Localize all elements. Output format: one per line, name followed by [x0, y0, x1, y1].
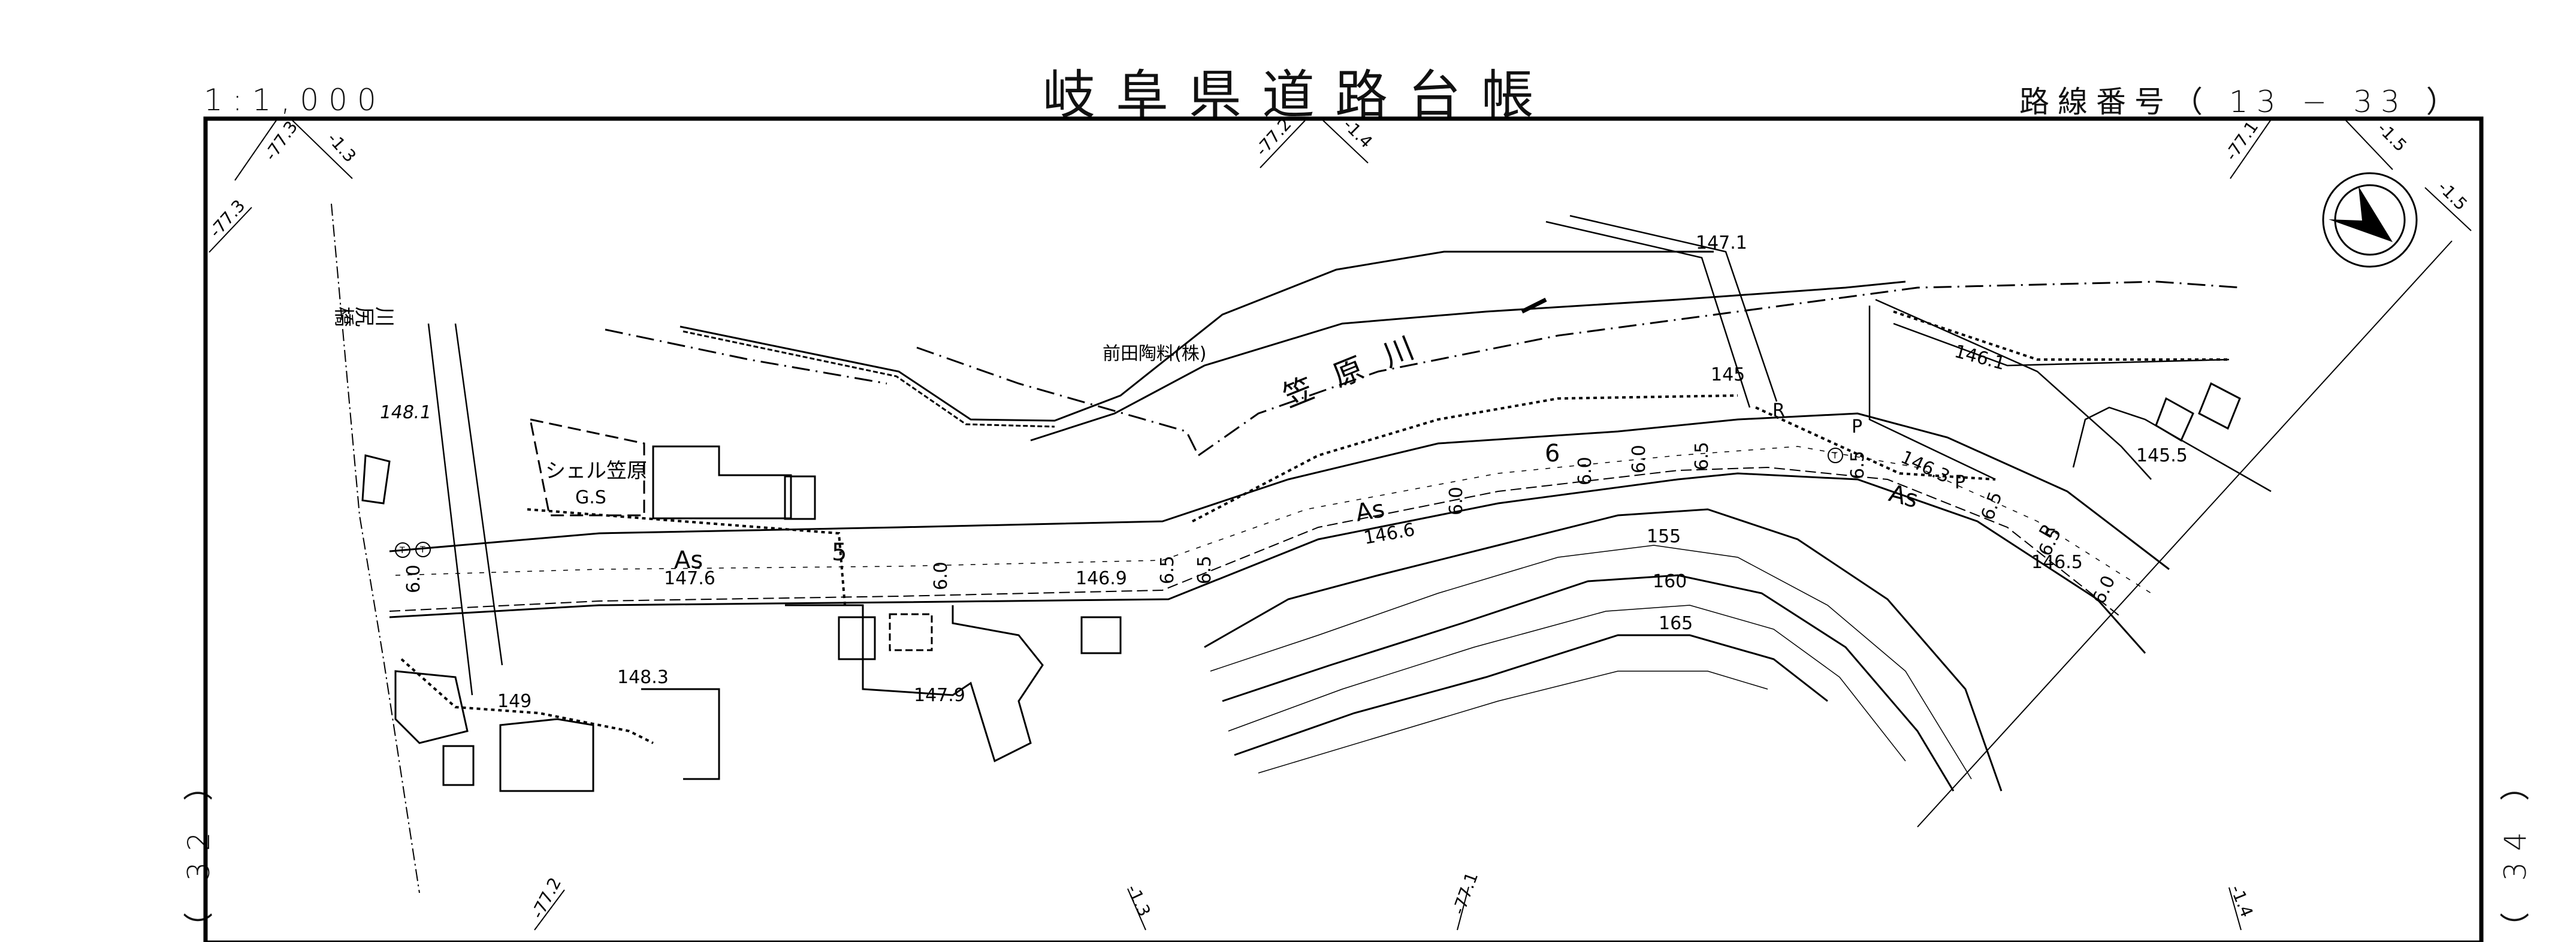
- gas-station-type: G.S: [575, 487, 606, 508]
- road-width: 6.0: [2089, 572, 2120, 607]
- road-width: 6.5: [1977, 489, 2007, 523]
- north-arrow-icon: [2322, 172, 2418, 268]
- east-parking-area: [1868, 298, 2272, 493]
- grid-label: -1.5: [2434, 177, 2471, 215]
- road-width: 6.0: [931, 561, 952, 590]
- contour-label: 165: [1659, 613, 1693, 634]
- pole-symbol: P: [1955, 472, 1965, 493]
- river-kasahara: [605, 250, 2242, 457]
- road-width: 6.5: [1194, 555, 1215, 584]
- elevation: 149: [497, 691, 531, 712]
- contour-label: 155: [1647, 526, 1681, 547]
- elevation: 147.1: [1696, 233, 1747, 253]
- elevation: 146.9: [1076, 568, 1127, 589]
- gas-station-site: [529, 418, 816, 520]
- gas-station-name: シェル笠原: [545, 459, 647, 483]
- bridge-name: 川尻橋: [334, 303, 395, 327]
- telephone-symbol: T: [1832, 451, 1838, 461]
- pavement-type: As: [1354, 495, 1387, 527]
- elevation: 146.5: [2031, 552, 2083, 573]
- route-number: 路線番号（ 13 − 33 ）: [2019, 84, 2465, 119]
- telephone-pole-icons: [395, 448, 1843, 558]
- road-width: 6.0: [1629, 445, 1650, 473]
- road-width: 5: [832, 539, 847, 566]
- grid-label: -77.3: [261, 117, 302, 164]
- telephone-symbol: T: [399, 546, 405, 555]
- elevation: 146.3: [1898, 447, 1953, 488]
- map-frame: [203, 116, 2484, 942]
- pavement-type: As: [674, 547, 703, 574]
- grid-label: -1.4: [2227, 882, 2257, 920]
- pavement-type: As: [1886, 479, 1920, 514]
- road-width: 6.5: [1847, 451, 1868, 479]
- bridge-kawajiri: [427, 323, 503, 696]
- elevation: 147.9: [914, 685, 965, 706]
- grid-label: -77.2: [527, 874, 565, 922]
- contour-lines: [1204, 508, 2003, 792]
- grid-label: -1.3: [1123, 881, 1155, 919]
- map-scale: 1:1,000: [204, 83, 386, 117]
- road-width: 6.0: [1575, 457, 1596, 485]
- grid-label: -1.3: [324, 129, 360, 167]
- buildings: [361, 382, 2241, 792]
- road-width: 6.5: [1157, 555, 1178, 584]
- grid-label: -1.5: [2373, 119, 2411, 156]
- grid-label: -77.1: [1449, 869, 1482, 917]
- road-width: 6.0: [1446, 487, 1467, 515]
- side-road-north: [1545, 215, 1778, 408]
- road-width: 6: [1545, 440, 1560, 467]
- elevation: 147.6: [664, 568, 715, 589]
- road-width: 6.5: [1692, 442, 1713, 470]
- elevation: 148.3: [617, 667, 669, 688]
- contour-label: 160: [1653, 571, 1687, 592]
- elevation: 145: [1711, 364, 1745, 385]
- road-width: 6.0: [403, 564, 424, 593]
- elevation: 148.1: [378, 402, 433, 423]
- retaining-wall-symbol: R: [1772, 400, 1785, 421]
- elevation: 145.5: [2136, 445, 2188, 466]
- sheet-boundary-lines: [331, 203, 2453, 893]
- sheet-title: 岐阜県道路台帳: [1043, 64, 1555, 126]
- pole-symbol: P: [1852, 416, 1862, 437]
- company-name: 前田陶料(株): [1103, 343, 1206, 364]
- retaining-walls: [400, 310, 2229, 744]
- grid-ticks: [209, 120, 2472, 931]
- main-road: [389, 412, 2170, 654]
- grid-label: -77.3: [206, 196, 249, 241]
- telephone-symbol: T: [419, 545, 425, 555]
